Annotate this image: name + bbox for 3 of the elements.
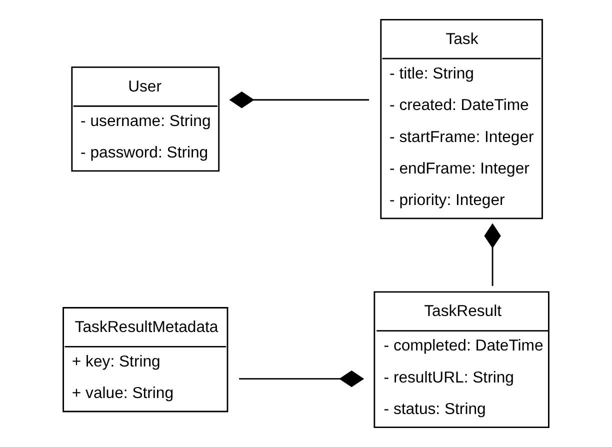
connector	[229, 92, 370, 108]
connector	[484, 223, 501, 286]
connector	[239, 370, 364, 388]
